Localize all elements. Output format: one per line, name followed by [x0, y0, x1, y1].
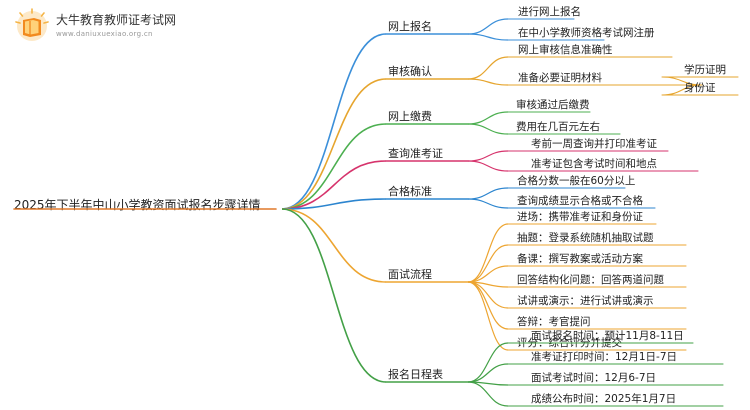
connector-branch-1: [467, 56, 509, 80]
connector-branch-1: [467, 78, 509, 86]
book-icon: [15, 8, 49, 41]
branch-topic[interactable]: 网上报名: [388, 19, 432, 33]
site-logo-title: 大牛教育教师证考试网: [56, 13, 177, 27]
connector-branch-6: [467, 381, 509, 407]
connector-branch-0: [467, 18, 509, 35]
leaf-topic[interactable]: 抽题：登录系统随机抽取试题: [517, 231, 654, 244]
branch-topic[interactable]: 审核确认: [388, 64, 432, 78]
leaf-topic[interactable]: 费用在几百元左右: [516, 120, 600, 133]
leaf-topic[interactable]: 回答结构化问题：回答两道问题: [517, 273, 664, 286]
connector-branch-6: [467, 363, 509, 383]
connector-branch-6: [467, 342, 509, 383]
connector-root-0: [281, 33, 387, 210]
connector-branch-3: [467, 150, 509, 162]
leaf-topic[interactable]: 考前一周查询并打印准考证: [531, 137, 657, 150]
branch-topic[interactable]: 网上缴费: [388, 109, 432, 123]
connector-branch-5: [467, 244, 509, 283]
connector-branch-3: [467, 160, 509, 172]
leaf-topic[interactable]: 审核通过后缴费: [516, 98, 590, 111]
leaf-topic[interactable]: 试讲或演示：进行试讲或演示: [517, 294, 654, 307]
leaf-topic[interactable]: 面试报名时间：预计11月8-11日: [531, 329, 684, 342]
branch-topic[interactable]: 报名日程表: [388, 367, 443, 381]
leaf-topic[interactable]: 在中小学教师资格考试网注册: [518, 26, 655, 39]
leaf-topic[interactable]: 合格分数一般在60分以上: [517, 174, 635, 187]
connector-root-6: [281, 208, 387, 383]
connector-root-3: [281, 160, 387, 210]
leaf-topic[interactable]: 备课：撰写教案或活动方案: [517, 252, 643, 265]
connector-branch-4: [467, 198, 509, 209]
branch-topic[interactable]: 面试流程: [388, 267, 432, 281]
connector-root-1: [281, 78, 387, 210]
connector-branch-2: [467, 111, 509, 125]
connector-root-4: [281, 198, 387, 210]
branch-topic[interactable]: 合格标准: [388, 184, 432, 198]
leaf-topic[interactable]: 准考证打印时间：12月1日-7日: [531, 350, 677, 363]
subleaf-topic[interactable]: 身份证: [684, 81, 716, 94]
leaf-topic[interactable]: 准备必要证明材料: [518, 71, 602, 84]
leaf-topic[interactable]: 面试考试时间：12月6-7日: [531, 371, 656, 384]
leaf-topic[interactable]: 准考证包含考试时间和地点: [531, 157, 657, 170]
connector-branch-0: [467, 33, 509, 41]
site-logo[interactable]: 大牛教育教师证考试网 www.daniuxuexiao.org.cn: [14, 8, 184, 48]
branch-topic[interactable]: 查询准考证: [388, 146, 443, 160]
connector-branch-5: [467, 281, 509, 351]
leaf-topic[interactable]: 查询成绩显示合格或不合格: [517, 194, 643, 207]
subleaf-topic[interactable]: 学历证明: [684, 63, 726, 76]
site-logo-url: www.daniuxuexiao.org.cn: [56, 30, 153, 38]
connector-branch-2: [467, 123, 509, 135]
leaf-topic[interactable]: 进场：携带准考证和身份证: [517, 210, 643, 223]
leaf-topic[interactable]: 答辩：考官提问: [517, 315, 591, 328]
connector-branch-4: [467, 187, 509, 200]
leaf-topic[interactable]: 成绩公布时间：2025年1月7日: [531, 392, 676, 405]
connector-root-2: [281, 123, 387, 210]
leaf-topic[interactable]: 网上审核信息准确性: [518, 43, 613, 56]
connector-root-5: [281, 208, 387, 283]
connector-branch-5: [467, 281, 509, 330]
leaf-topic[interactable]: 进行网上报名: [518, 5, 581, 18]
